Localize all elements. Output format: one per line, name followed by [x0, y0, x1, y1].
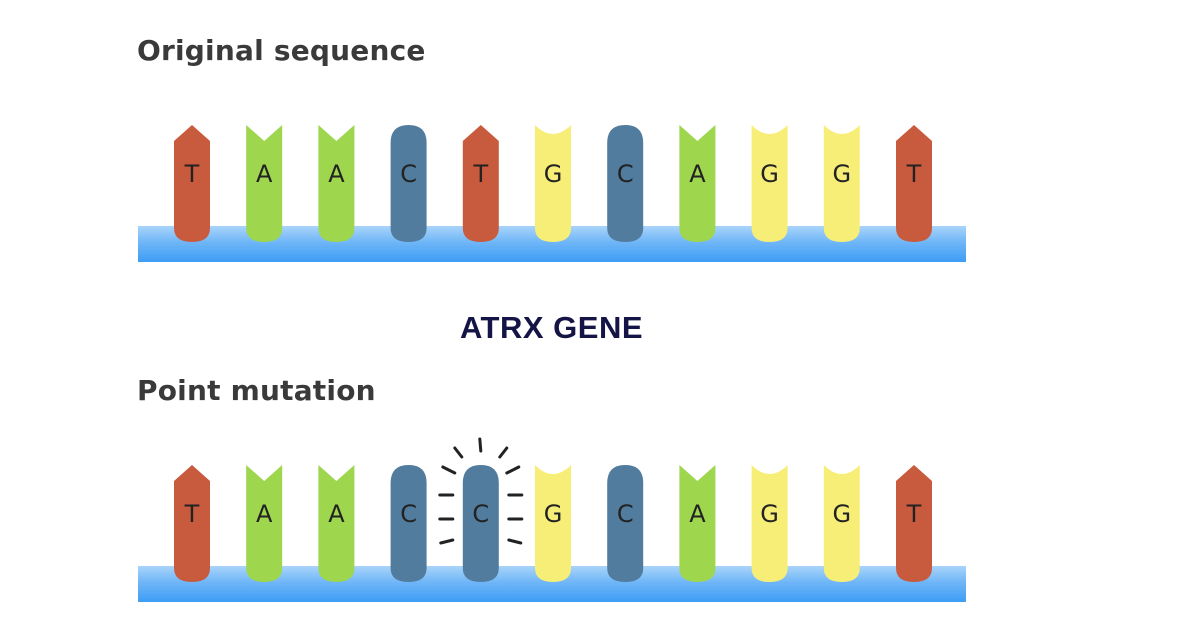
nucleotide-G: G: [535, 465, 571, 582]
nucleotide-shape: [535, 125, 571, 242]
nucleotide-letter: G: [544, 160, 563, 188]
nucleotide-C: C: [607, 125, 644, 242]
nucleotide-shape: [390, 465, 427, 582]
nucleotide-G: G: [823, 465, 860, 582]
nucleotide-shape: [174, 125, 210, 242]
nucleotide-letter: T: [184, 160, 200, 188]
nucleotide-shape: [246, 465, 283, 582]
nucleotide-shape: [607, 125, 644, 242]
nucleotide-shape: [462, 125, 499, 242]
nucleotide-G: G: [535, 125, 571, 242]
nucleotide-letter: T: [472, 160, 488, 188]
nucleotide-A: A: [679, 465, 716, 582]
nucleotide-letter: A: [256, 500, 273, 528]
nucleotide-shape: [679, 125, 716, 242]
nucleotide-letter: T: [906, 500, 922, 528]
nucleotide-letter: A: [256, 160, 273, 188]
nucleotide-letter: A: [328, 500, 345, 528]
nucleotide-shape: [679, 465, 716, 582]
nucleotide-A: A: [679, 125, 716, 242]
nucleotide-shape: [246, 125, 283, 242]
nucleotide-shape: [390, 125, 427, 242]
nucleotide-T: T: [896, 465, 932, 582]
nucleotide-shape: [535, 465, 571, 582]
nucleotide-shape: [751, 465, 788, 582]
nucleotide-T: T: [174, 465, 210, 582]
nucleotide-A: A: [246, 465, 283, 582]
nucleotide-letter: A: [689, 500, 706, 528]
nucleotide-letter: A: [328, 160, 345, 188]
nucleotide-letter: C: [617, 500, 634, 528]
nucleotide-G: G: [823, 125, 860, 242]
nucleotide-letter: C: [400, 500, 417, 528]
nucleotide-shape: [896, 125, 932, 242]
point-mutation-heading: Point mutation: [137, 374, 376, 407]
nucleotide-shape: [462, 465, 499, 582]
nucleotide-A: A: [318, 125, 355, 242]
nucleotide-shape: [174, 465, 210, 582]
nucleotide-A: A: [318, 465, 355, 582]
nucleotide-letter: C: [617, 160, 634, 188]
nucleotide-shape: [823, 125, 860, 242]
nucleotide-C: C: [390, 125, 427, 242]
nucleotide-letter: G: [832, 160, 851, 188]
nucleotide-T: T: [462, 125, 499, 242]
nucleotide-G: G: [751, 465, 788, 582]
nucleotide-letter: T: [184, 500, 200, 528]
nucleotide-letter: C: [400, 160, 417, 188]
nucleotide-C: C: [462, 465, 499, 582]
nucleotide-C: C: [607, 465, 644, 582]
nucleotide-letter: C: [472, 500, 489, 528]
nucleotide-C: C: [390, 465, 427, 582]
nucleotide-shape: [318, 125, 355, 242]
nucleotide-letter: G: [544, 500, 563, 528]
nucleotide-shape: [318, 465, 355, 582]
nucleotide-A: A: [246, 125, 283, 242]
nucleotide-shape: [823, 465, 860, 582]
nucleotide-letter: T: [906, 160, 922, 188]
nucleotide-T: T: [174, 125, 210, 242]
nucleotide-letter: G: [760, 160, 779, 188]
nucleotide-shape: [896, 465, 932, 582]
nucleotide-letter: G: [832, 500, 851, 528]
nucleotide-shape: [607, 465, 644, 582]
mutation-highlight-rays: [438, 437, 524, 545]
nucleotide-T: T: [896, 125, 932, 242]
original-sequence-heading: Original sequence: [137, 34, 426, 67]
nucleotide-G: G: [751, 125, 788, 242]
nucleotide-letter: A: [689, 160, 706, 188]
nucleotide-letter: G: [760, 500, 779, 528]
nucleotide-shape: [751, 125, 788, 242]
gene-label: ATRX GENE: [459, 310, 644, 345]
